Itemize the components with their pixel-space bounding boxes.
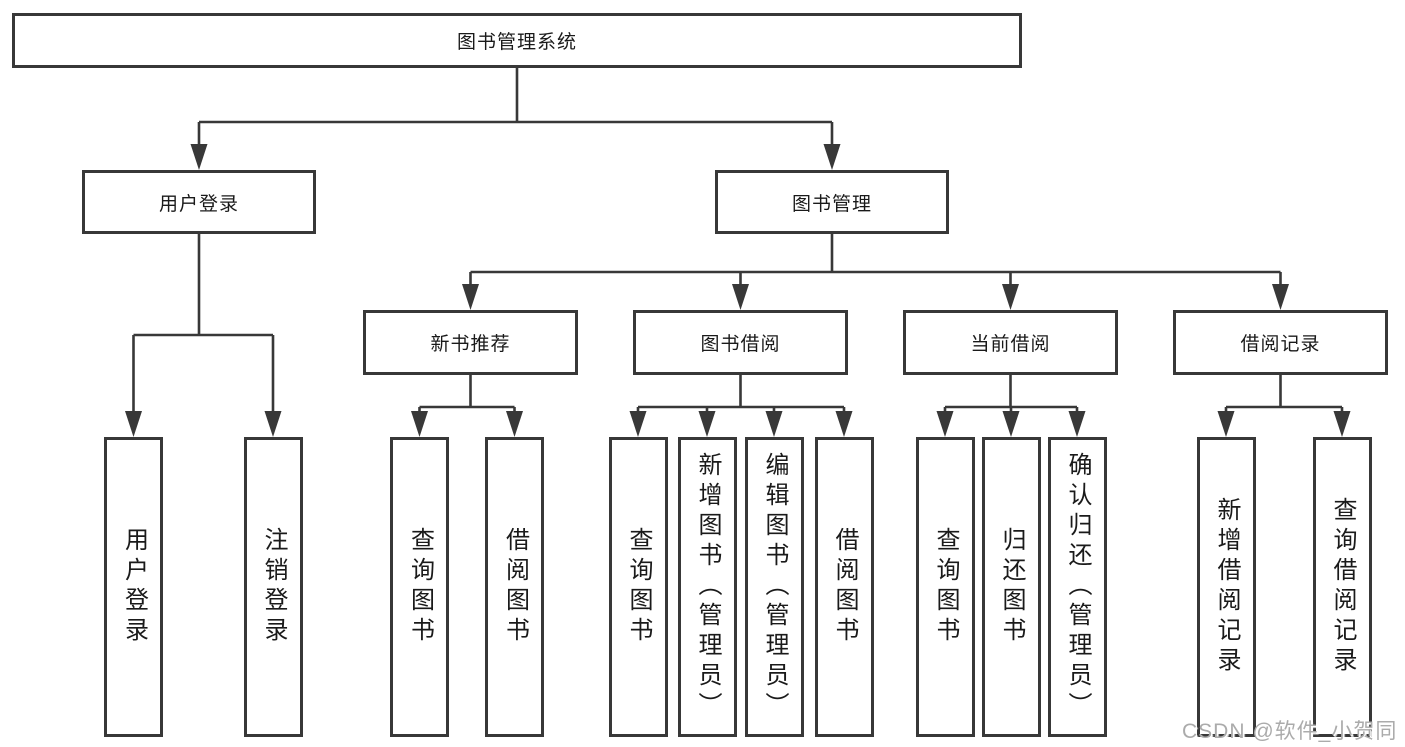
node-book-management: 图书管理 — [715, 170, 949, 234]
leaf-label: 编辑图书（管理员） — [761, 452, 788, 722]
leaf-label: 新增借阅记录 — [1213, 497, 1240, 677]
node-root: 图书管理系统 — [12, 13, 1022, 68]
node-user-login: 用户登录 — [82, 170, 316, 234]
leaf-label: 确认归还（管理员） — [1064, 452, 1091, 722]
leaf-bb-add-books-admin: 新增图书（管理员） — [677, 437, 737, 737]
leaf-label: 查询图书 — [932, 527, 959, 647]
leaf-cb-return-books: 归还图书 — [981, 437, 1041, 737]
leaf-cb-confirm-return-admin: 确认归还（管理员） — [1047, 437, 1107, 737]
leaf-nb-query-books: 查询图书 — [390, 437, 449, 737]
leaf-br-query-record: 查询借阅记录 — [1312, 437, 1372, 737]
node-current-borrow: 当前借阅 — [903, 310, 1118, 375]
leaf-bb-borrow-books: 借阅图书 — [814, 437, 874, 737]
leaf-nb-borrow-books: 借阅图书 — [485, 437, 544, 737]
leaf-label: 查询借阅记录 — [1329, 497, 1356, 677]
leaf-logout: 注销登录 — [243, 437, 303, 737]
leaf-br-add-record: 新增借阅记录 — [1196, 437, 1256, 737]
leaf-label: 用户登录 — [120, 527, 148, 647]
leaf-label: 查询图书 — [625, 527, 652, 647]
leaf-label: 借阅图书 — [501, 527, 529, 647]
leaf-label: 查询图书 — [406, 527, 434, 647]
leaf-label: 归还图书 — [998, 527, 1025, 647]
arrowhead-icons — [125, 144, 1351, 437]
node-borrow-records: 借阅记录 — [1173, 310, 1388, 375]
leaf-bb-edit-books-admin: 编辑图书（管理员） — [744, 437, 804, 737]
leaf-cb-query-books: 查询图书 — [915, 437, 975, 737]
node-new-book-recommend: 新书推荐 — [363, 310, 578, 375]
leaf-label: 注销登录 — [260, 527, 287, 647]
leaf-label: 新增图书（管理员） — [694, 452, 721, 722]
leaf-label: 借阅图书 — [831, 527, 858, 647]
watermark: CSDN @软件_小贺同学 — [1182, 720, 1398, 743]
leaf-user-login: 用户登录 — [104, 437, 163, 737]
node-book-borrow: 图书借阅 — [633, 310, 848, 375]
leaf-bb-query-books: 查询图书 — [608, 437, 668, 737]
